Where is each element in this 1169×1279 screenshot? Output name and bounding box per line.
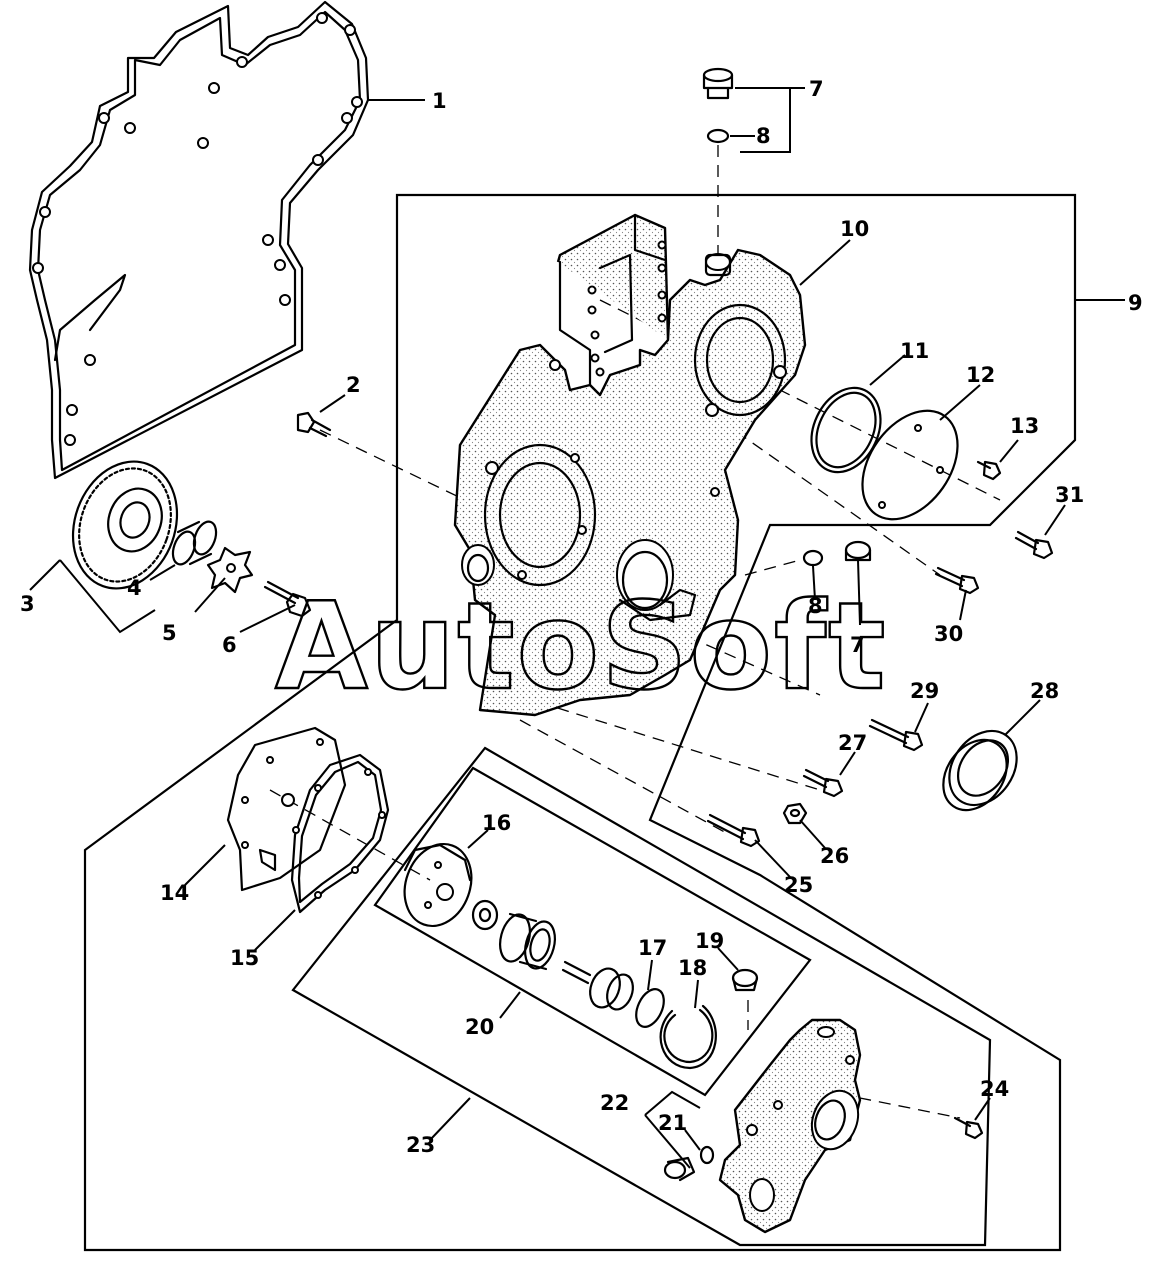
callout-15: 15	[230, 946, 259, 970]
callout-16: 16	[482, 811, 511, 835]
thrust-plate	[206, 546, 254, 594]
callout-5: 5	[162, 621, 177, 645]
callout-7-top: 7	[809, 77, 824, 101]
callout-9: 9	[1128, 291, 1143, 315]
bolt-29	[868, 718, 924, 752]
leader-lines	[29, 87, 1125, 1169]
callout-2: 2	[346, 373, 361, 397]
o-ring-large	[810, 386, 882, 474]
callout-22: 22	[600, 1091, 629, 1115]
gasket-front-cover	[28, 0, 370, 480]
callout-23: 23	[406, 1133, 435, 1157]
crankshaft-seal	[942, 729, 1018, 812]
water-pump-housing	[718, 1018, 862, 1234]
water-pump-impeller	[403, 842, 473, 928]
callout-21: 21	[658, 1111, 687, 1135]
callout-labels: 1 2 3 4 5 6 7 8 9 10 11 12 13 14 15 16 1…	[20, 77, 1143, 1157]
callout-25: 25	[784, 873, 813, 897]
callout-28: 28	[1030, 679, 1059, 703]
o-ring-middle	[802, 549, 824, 567]
callout-26: 26	[820, 844, 849, 868]
callout-6: 6	[222, 633, 237, 657]
callout-4: 4	[127, 576, 142, 600]
callout-24: 24	[980, 1077, 1009, 1101]
plug-top	[702, 67, 734, 100]
callout-1: 1	[432, 89, 447, 113]
callout-7-mid: 7	[850, 633, 865, 657]
callout-12: 12	[966, 363, 995, 387]
bracket-holes	[587, 240, 667, 377]
plug-22	[663, 1156, 696, 1182]
water-pump-seal	[731, 968, 759, 992]
bolt-24	[953, 1116, 984, 1140]
bolt-cover-plate	[976, 460, 1002, 481]
callout-17: 17	[638, 936, 667, 960]
bolt-upper-left	[296, 411, 332, 438]
snap-ring-large	[659, 1004, 717, 1070]
idler-gear-bushing	[171, 520, 218, 566]
water-pump-bearing-large	[499, 912, 556, 971]
water-pump-shaft	[561, 960, 634, 1011]
bolt-idler-gear	[263, 580, 312, 618]
cover-plate	[861, 409, 959, 521]
callout-31: 31	[1055, 483, 1084, 507]
front-timing-cover	[453, 213, 807, 717]
callout-29: 29	[910, 679, 939, 703]
bolt-30	[934, 566, 980, 595]
callout-11: 11	[900, 339, 929, 363]
callout-27: 27	[838, 731, 867, 755]
callout-8-top: 8	[756, 124, 771, 148]
bolt-31	[1014, 530, 1054, 560]
callout-18: 18	[678, 956, 707, 980]
nut-26	[782, 802, 808, 825]
bolt-27	[802, 768, 844, 798]
o-ring-21	[699, 1145, 715, 1165]
callout-13: 13	[1010, 414, 1039, 438]
adapter-plate	[226, 726, 347, 892]
o-ring-top	[706, 128, 730, 144]
idler-gear	[71, 460, 179, 590]
callout-10: 10	[840, 217, 869, 241]
bolt-25	[706, 813, 761, 848]
callout-3: 3	[20, 592, 35, 616]
callout-8-mid: 8	[808, 594, 823, 618]
frame-assembly-23	[291, 746, 992, 1247]
frame-assembly-20	[373, 766, 812, 1097]
snap-ring-small	[635, 988, 665, 1028]
callout-19: 19	[695, 929, 724, 953]
plug-middle	[844, 540, 872, 562]
frame-assembly-9	[83, 193, 1077, 1252]
callout-14: 14	[160, 881, 189, 905]
water-pump-bearing-small	[471, 899, 499, 931]
callout-20: 20	[465, 1015, 494, 1039]
watermark: AutoSoft	[275, 578, 888, 717]
callout-30: 30	[934, 622, 963, 646]
water-pump-gasket	[290, 753, 390, 914]
